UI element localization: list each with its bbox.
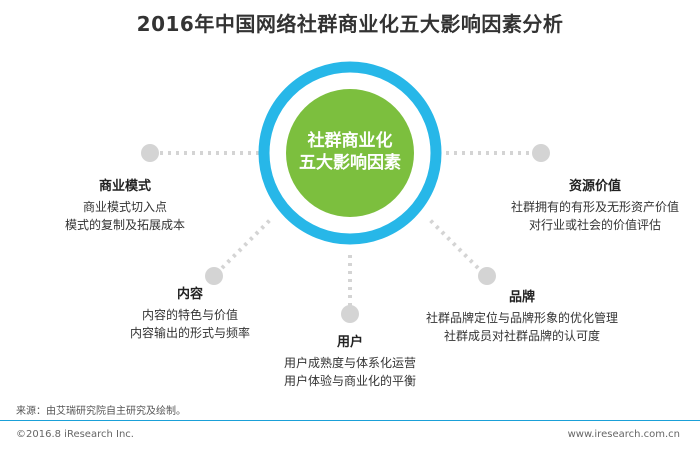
- center-circle: [286, 89, 414, 217]
- factor-name: 用户: [336, 335, 363, 350]
- connector-brand: [426, 216, 480, 270]
- factor-name: 品牌: [508, 290, 535, 305]
- factor-line: 对行业或社会的价值评估: [528, 218, 661, 232]
- factor-name: 商业模式: [98, 179, 151, 194]
- factor-resource-value: 资源价值 社群拥有的有形及无形资产价值 对行业或社会的价值评估: [500, 178, 690, 234]
- dot-resource-value: [532, 144, 550, 162]
- factor-user: 用户 用户成熟度与体系化运营 用户体验与商业化的平衡: [270, 334, 430, 390]
- footer-url: www.iresearch.com.cn: [567, 429, 680, 440]
- dot-content: [205, 267, 223, 285]
- connectors: [160, 151, 530, 306]
- source-note: 来源：由艾瑞研究院自主研究及绘制。: [16, 406, 186, 417]
- factor-name: 资源价值: [568, 179, 621, 194]
- dot-brand: [478, 267, 496, 285]
- center-line-1: 社群商业化: [307, 131, 393, 151]
- factor-line: 用户成熟度与体系化运营: [283, 356, 416, 370]
- factor-name: 内容: [176, 287, 203, 302]
- factor-line: 商业模式切入点: [82, 200, 167, 214]
- factor-business-model: 商业模式 商业模式切入点 模式的复制及拓展成本: [40, 178, 210, 234]
- page-title: 2016年中国网络社群商业化五大影响因素分析: [136, 12, 564, 36]
- factor-line: 内容输出的形式与频率: [129, 326, 250, 340]
- factor-line: 社群品牌定位与品牌形象的优化管理: [425, 311, 618, 325]
- factor-line: 用户体验与商业化的平衡: [283, 374, 416, 388]
- dot-user: [341, 305, 359, 323]
- footer-copyright: ©2016.8 iResearch Inc.: [16, 429, 134, 440]
- factor-line: 内容的特色与价值: [141, 308, 238, 322]
- center-label: 社群商业化 五大影响因素: [275, 130, 425, 174]
- connector-content: [220, 216, 274, 270]
- dot-business-model: [141, 144, 159, 162]
- factor-line: 模式的复制及拓展成本: [64, 218, 185, 232]
- factor-line: 社群成员对社群品牌的认可度: [443, 329, 600, 343]
- factor-brand: 品牌 社群品牌定位与品牌形象的优化管理 社群成员对社群品牌的认可度: [412, 289, 632, 345]
- center-line-2: 五大影响因素: [299, 153, 401, 173]
- factor-line: 社群拥有的有形及无形资产价值: [510, 200, 679, 214]
- footer-divider: [0, 420, 700, 421]
- factor-content: 内容 内容的特色与价值 内容输出的形式与频率: [110, 286, 270, 342]
